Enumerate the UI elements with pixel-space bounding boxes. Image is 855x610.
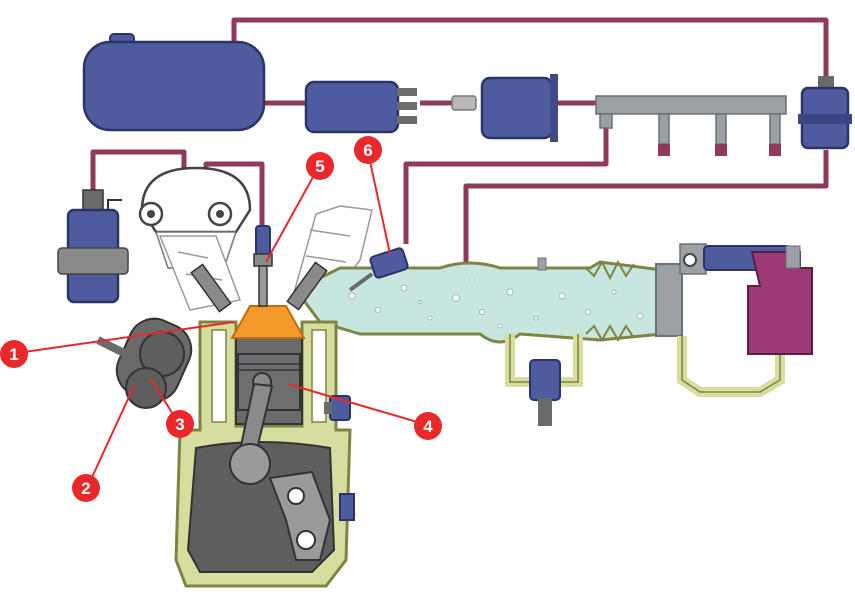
cold-start-nozzle bbox=[348, 272, 374, 292]
rail-injector-4 bbox=[769, 113, 781, 145]
pump-terminal-1 bbox=[397, 88, 417, 96]
fuel-lines bbox=[90, 17, 829, 268]
rail-injector-1-top bbox=[599, 113, 613, 129]
regulator-top-fitting bbox=[818, 76, 834, 90]
crank-sensor-hole bbox=[287, 487, 305, 505]
auxiliary-air-valve bbox=[529, 359, 561, 426]
callout-4-label: 4 bbox=[423, 417, 433, 436]
spark-plug-boot bbox=[255, 225, 271, 257]
aux-valve-stem bbox=[538, 398, 552, 426]
leader-1 bbox=[23, 321, 235, 353]
tank-body bbox=[82, 40, 266, 132]
throttle-sensor-knob bbox=[683, 253, 697, 267]
cold-start-injector bbox=[348, 247, 409, 292]
intake-sensor-stub bbox=[537, 257, 547, 271]
coil-tower bbox=[82, 189, 104, 213]
filter-inlet-fitting bbox=[451, 95, 477, 111]
callout-6-circle bbox=[354, 136, 382, 164]
water-jacket-left bbox=[211, 329, 227, 423]
callout-6-label: 6 bbox=[363, 141, 372, 160]
air-meter-duct-outline bbox=[681, 336, 781, 393]
callout-4-circle bbox=[414, 412, 442, 440]
leader-2 bbox=[87, 385, 135, 487]
intake-bellows-top bbox=[585, 259, 635, 281]
callout-5: 5 bbox=[306, 152, 334, 180]
valves bbox=[190, 261, 328, 313]
callout-3: 3 bbox=[166, 410, 194, 438]
fuel-filter bbox=[451, 74, 558, 142]
pressure-regulator bbox=[798, 76, 852, 150]
cylinder bbox=[229, 305, 332, 561]
callout-4: 4 bbox=[414, 412, 442, 440]
filter-cap bbox=[550, 74, 558, 142]
pump-body bbox=[304, 80, 400, 134]
leader-6 bbox=[367, 151, 391, 255]
rail-injector-2 bbox=[658, 113, 670, 145]
control-unit bbox=[747, 245, 813, 355]
air-bubbles bbox=[348, 277, 644, 329]
exhaust-port-lower bbox=[125, 367, 167, 409]
rail-to-cold-start-line bbox=[403, 116, 609, 244]
callout-3-circle bbox=[166, 410, 194, 438]
combustion-chamber bbox=[230, 305, 306, 339]
intake-bellows-bottom bbox=[585, 323, 635, 343]
pump-terminal-2 bbox=[397, 102, 417, 110]
fuel-rail bbox=[595, 95, 787, 156]
exhaust-manifold bbox=[96, 317, 193, 409]
return-line-top bbox=[231, 17, 829, 92]
fuel-pump bbox=[304, 80, 417, 134]
water-jacket-right bbox=[311, 329, 327, 423]
ignition-coil bbox=[57, 189, 129, 304]
callout-1-label: 1 bbox=[9, 345, 18, 364]
coolant-sensor-thread bbox=[324, 402, 332, 414]
distributor-ear-right-hole bbox=[216, 210, 224, 218]
crank-sensor-body bbox=[339, 493, 355, 521]
intake-manifold bbox=[293, 257, 664, 344]
crankshaft-center bbox=[296, 530, 316, 550]
rail-injector-2-tip bbox=[658, 144, 670, 156]
throttle-body bbox=[655, 263, 683, 337]
oxygen-sensor bbox=[96, 336, 140, 364]
leader-5 bbox=[265, 167, 319, 263]
rail-body bbox=[595, 95, 787, 115]
fuel-tank bbox=[82, 33, 266, 132]
coolant-temp-sensor bbox=[324, 395, 351, 421]
rail-injector-3-tip bbox=[715, 144, 727, 156]
intake-valve bbox=[286, 261, 328, 311]
regulator-to-intake-line bbox=[463, 150, 829, 268]
filter-body bbox=[480, 76, 554, 140]
coil-terminal bbox=[107, 199, 122, 210]
rail-injector-4-tip bbox=[769, 144, 781, 156]
rail-injector-3 bbox=[715, 113, 727, 145]
pump-terminal-3 bbox=[397, 116, 417, 124]
callout-2: 2 bbox=[72, 474, 100, 502]
callout-2-circle bbox=[72, 474, 100, 502]
leader-4 bbox=[287, 383, 425, 425]
callout-5-circle bbox=[306, 152, 334, 180]
callout-3-label: 3 bbox=[175, 415, 184, 434]
callout-1-circle bbox=[0, 340, 28, 368]
callout-leaders bbox=[23, 151, 425, 487]
ecu-body bbox=[747, 251, 813, 355]
callout-2-label: 2 bbox=[81, 479, 90, 498]
callout-5-label: 5 bbox=[315, 157, 324, 176]
cold-start-body bbox=[369, 247, 409, 279]
regulator-band bbox=[798, 114, 852, 124]
rail-injectors bbox=[599, 113, 781, 145]
spark-plug bbox=[253, 225, 273, 307]
exhaust-valve bbox=[190, 263, 232, 313]
spark-plug-body bbox=[258, 265, 268, 307]
distributor-ear-left-hole bbox=[147, 210, 155, 218]
ecu-connector bbox=[785, 245, 801, 269]
crank-position-sensor bbox=[339, 493, 355, 521]
aux-valve-body bbox=[529, 359, 561, 401]
callout-1: 1 bbox=[0, 340, 28, 368]
crank-journal bbox=[229, 443, 271, 485]
coil-bracket bbox=[57, 247, 129, 275]
callout-6: 6 bbox=[354, 136, 382, 164]
